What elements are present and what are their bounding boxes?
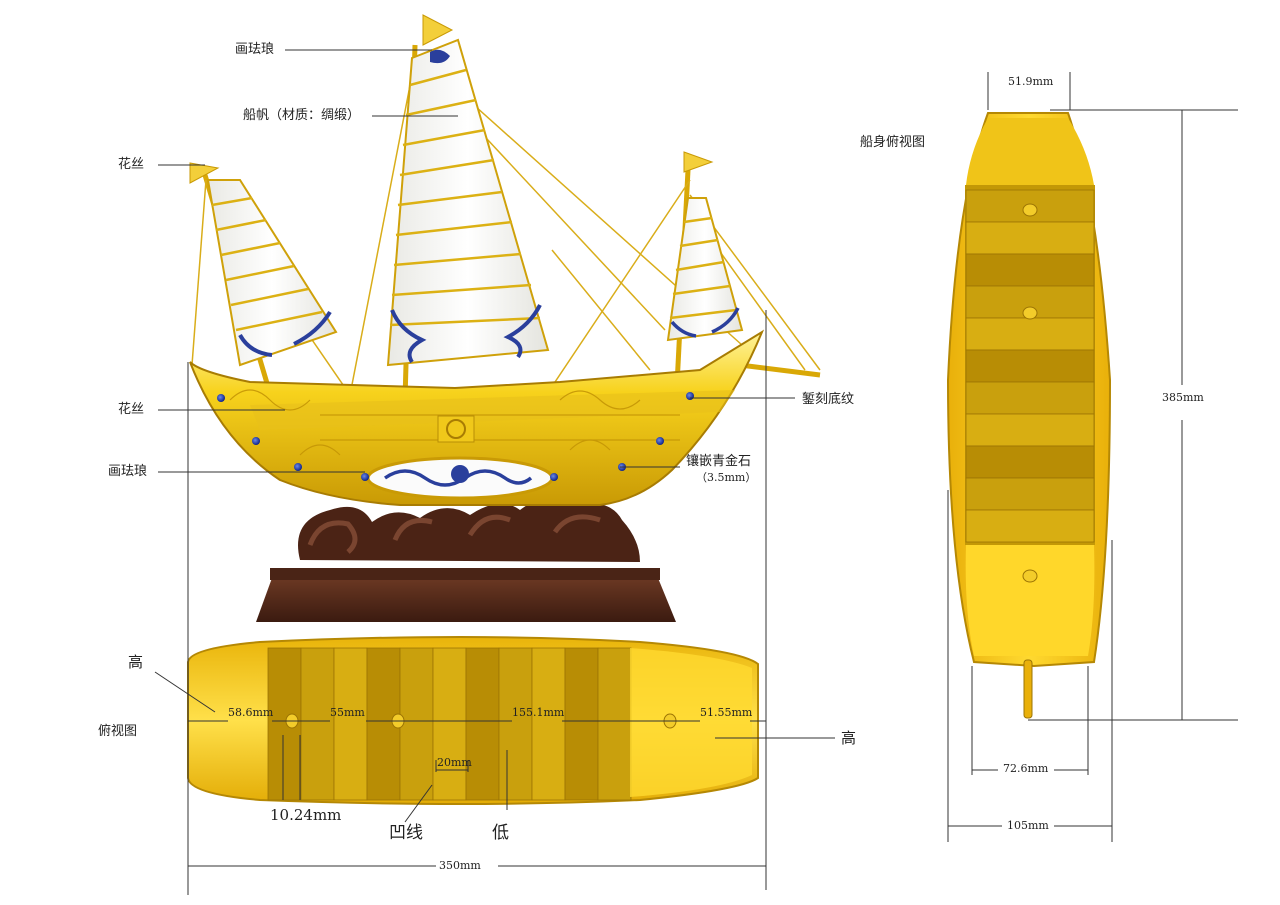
dimension-lines <box>187 72 1238 895</box>
lapis-gems <box>217 392 694 481</box>
dim-section-2: 55mm <box>330 706 365 719</box>
label-high-left: 高 <box>128 653 144 671</box>
fore-sail <box>206 179 338 367</box>
hull-plank <box>965 477 1095 511</box>
ship-side-view <box>189 14 821 622</box>
dim-total-length: 350mm <box>439 859 481 872</box>
dim-outer-width: 105mm <box>1007 819 1049 832</box>
mizzen-sail <box>666 197 744 342</box>
hull-plank <box>965 349 1095 383</box>
hull-plank <box>965 445 1095 479</box>
deck-plank <box>465 647 500 801</box>
dim-inner-width: 72.6mm <box>1003 762 1049 775</box>
deck-plank <box>399 647 434 801</box>
callout-lapis-size: （3.5mm） <box>696 471 757 484</box>
deck-plank <box>597 647 632 801</box>
hull-plank <box>965 381 1095 415</box>
dim-rail: 10.24mm <box>270 806 342 824</box>
hull-plank <box>965 221 1095 255</box>
dim-top-width: 51.9mm <box>1008 75 1054 88</box>
wooden-base <box>256 498 676 622</box>
label-low: 低 <box>492 823 509 843</box>
callout-engraving: 錾刻底纹 <box>802 392 855 407</box>
callout-enamel-hull: 画珐琅 <box>108 464 148 479</box>
deck-plank <box>531 647 566 801</box>
label-high-right: 高 <box>841 729 857 747</box>
dim-stern: 51.55mm <box>700 706 753 719</box>
dim-groove-width: 20mm <box>437 756 472 769</box>
callout-sail-material: 船帆（材质：绸缎） <box>243 108 361 123</box>
hull-plank <box>965 317 1095 351</box>
leader-lines <box>154 49 835 823</box>
callout-enamel-top: 画珐琅 <box>235 42 275 57</box>
deck-plank <box>333 647 368 801</box>
label-groove: 凹线 <box>389 823 423 843</box>
hull-planks <box>965 189 1095 543</box>
deck-plank <box>432 647 467 801</box>
hull-top-view <box>946 112 1112 719</box>
callout-filigree-top: 花丝 <box>118 157 145 172</box>
hull-top-view-title: 船身俯视图 <box>860 135 926 150</box>
hull-plank <box>965 253 1095 287</box>
deck-plank <box>564 647 599 801</box>
top-view-planks <box>267 647 632 801</box>
callout-filigree-hull: 花丝 <box>118 402 145 417</box>
hull-plank <box>965 509 1095 543</box>
dim-hull-length: 385mm <box>1162 391 1204 404</box>
dim-mid: 155.1mm <box>512 706 565 719</box>
ship-hull <box>189 329 821 506</box>
top-view-title: 俯视图 <box>98 724 138 739</box>
deck-plank <box>300 647 335 801</box>
pennants <box>189 14 714 184</box>
hull-plank <box>965 413 1095 447</box>
callout-lapis-inlay: 镶嵌青金石 <box>686 454 752 469</box>
dim-bow: 58.6mm <box>228 706 274 719</box>
deck-plank <box>498 647 533 801</box>
main-sail <box>386 38 550 367</box>
